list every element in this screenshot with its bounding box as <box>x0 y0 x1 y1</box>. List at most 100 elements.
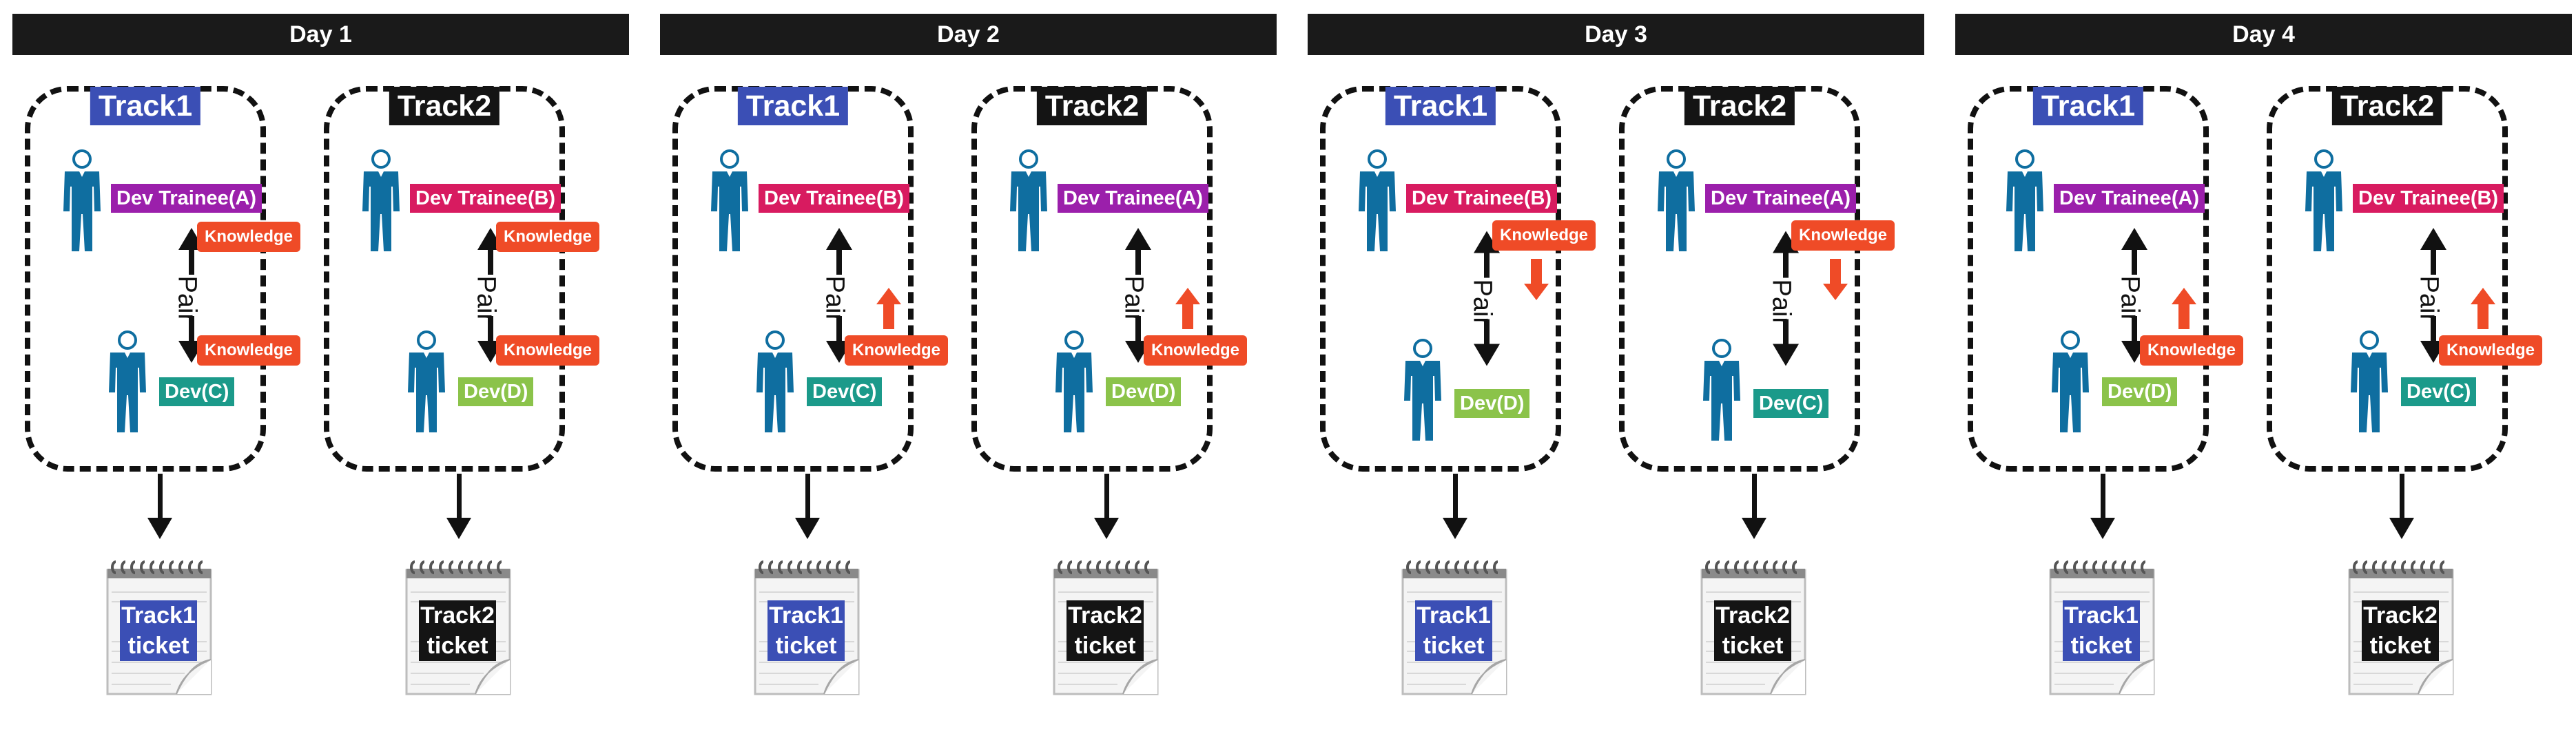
developer-label: Dev(C) <box>2401 377 2477 406</box>
trainee-label: Dev Trainee(A) <box>2054 184 2205 213</box>
pair-label: Pair <box>471 275 501 323</box>
ticket-label-line: Track1 <box>2063 600 2140 631</box>
trainee-label: Dev Trainee(B) <box>759 184 910 213</box>
ticket-label-line: ticket <box>1415 631 1492 661</box>
track-label: Track1 <box>737 87 849 125</box>
person-icon <box>405 329 448 434</box>
knowledge-up-arrow-icon <box>2471 288 2495 329</box>
developer-label: Dev(D) <box>1106 377 1182 406</box>
day-header: Day 2 <box>660 14 1277 55</box>
track-label: Track2 <box>1036 87 1148 125</box>
person-icon <box>2348 329 2391 434</box>
knowledge-badge: Knowledge <box>2140 335 2243 366</box>
ticket-label-line: ticket <box>419 631 496 661</box>
track-label: Track2 <box>2331 87 2443 125</box>
person-icon <box>754 329 796 434</box>
pair-label: Pair <box>2414 275 2444 323</box>
person-icon <box>1053 329 1095 434</box>
knowledge-badge: Knowledge <box>845 335 948 366</box>
trainee-label: Dev Trainee(B) <box>410 184 561 213</box>
ticket-label-line: ticket <box>767 631 845 661</box>
person-icon <box>1007 148 1050 253</box>
track-label: Track2 <box>1684 87 1795 125</box>
person-icon <box>2302 148 2345 253</box>
developer-label: Dev(D) <box>458 377 534 406</box>
person-icon <box>1700 337 1743 442</box>
developer-label: Dev(C) <box>807 377 883 406</box>
person-icon <box>2003 148 2046 253</box>
knowledge-up-arrow-icon <box>876 288 901 329</box>
down-arrow-icon <box>1441 474 1469 539</box>
knowledge-badge: Knowledge <box>1144 335 1247 366</box>
trainee-label: Dev Trainee(B) <box>1406 184 1558 213</box>
trainee-label: Dev Trainee(A) <box>1058 184 1209 213</box>
knowledge-badge: Knowledge <box>1492 220 1596 251</box>
down-arrow-icon <box>2388 474 2415 539</box>
knowledge-down-arrow-icon <box>1524 259 1549 300</box>
track-label: Track1 <box>2032 87 2144 125</box>
track-label: Track1 <box>1385 87 1496 125</box>
person-icon <box>61 148 103 253</box>
person-icon <box>1655 148 1698 253</box>
person-icon <box>106 329 149 434</box>
pair-label: Pair <box>820 275 849 323</box>
person-icon <box>708 148 751 253</box>
ticket-label-line: ticket <box>120 631 197 661</box>
trainee-label: Dev Trainee(A) <box>111 184 262 213</box>
ticket-label-line: ticket <box>1714 631 1791 661</box>
track-label: Track2 <box>389 87 500 125</box>
ticket-label-line: Track1 <box>1415 600 1492 631</box>
trainee-label: Dev Trainee(A) <box>1705 184 1857 213</box>
pair-label: Pair <box>2115 275 2145 323</box>
ticket-label-line: Track1 <box>120 600 197 631</box>
knowledge-badge: Knowledge <box>197 222 300 252</box>
down-arrow-icon <box>445 474 473 539</box>
down-arrow-icon <box>794 474 821 539</box>
down-arrow-icon <box>146 474 174 539</box>
knowledge-badge: Knowledge <box>496 335 599 366</box>
ticket-label-line: Track2 <box>2362 600 2439 631</box>
day-header: Day 4 <box>1955 14 2572 55</box>
developer-label: Dev(D) <box>2102 377 2178 406</box>
ticket-label-line: Track2 <box>1067 600 1144 631</box>
ticket-label-line: Track2 <box>419 600 496 631</box>
down-arrow-icon <box>2089 474 2116 539</box>
ticket-label-line: ticket <box>2362 631 2439 661</box>
trainee-label: Dev Trainee(B) <box>2353 184 2504 213</box>
developer-label: Dev(D) <box>1454 389 1530 418</box>
pair-label: Pair <box>1119 275 1148 323</box>
pair-label: Pair <box>1766 279 1796 326</box>
ticket-label-line: ticket <box>2063 631 2140 661</box>
knowledge-badge: Knowledge <box>197 335 300 366</box>
person-icon <box>1401 337 1444 442</box>
day-header: Day 1 <box>12 14 629 55</box>
developer-label: Dev(C) <box>1753 389 1829 418</box>
down-arrow-icon <box>1740 474 1768 539</box>
ticket-label-line: ticket <box>1067 631 1144 661</box>
ticket-label-line: Track1 <box>767 600 845 631</box>
knowledge-badge: Knowledge <box>2439 335 2542 366</box>
knowledge-badge: Knowledge <box>496 222 599 252</box>
person-icon <box>2049 329 2092 434</box>
knowledge-badge: Knowledge <box>1791 220 1895 251</box>
pair-label: Pair <box>172 275 202 323</box>
track-label: Track1 <box>90 87 201 125</box>
knowledge-up-arrow-icon <box>1175 288 1200 329</box>
